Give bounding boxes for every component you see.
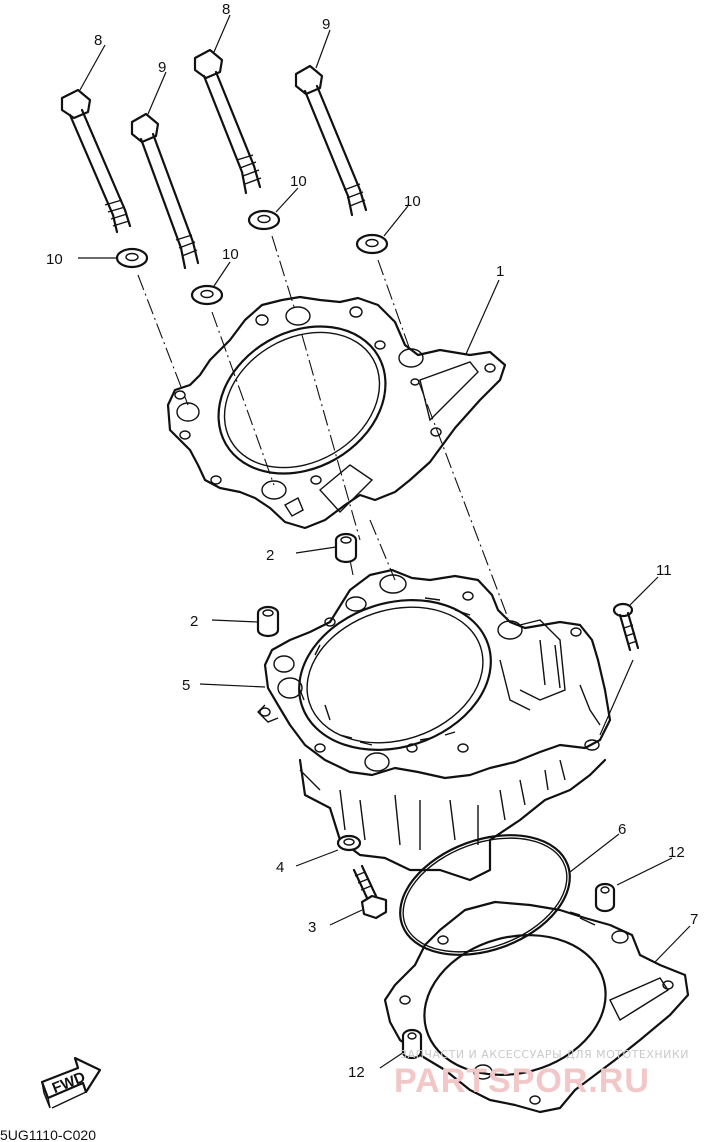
cylinder-head-bolt-9-right bbox=[294, 64, 368, 217]
watermark: ЗАПЧАСТИ И АКСЕССУАРЫ ДЛЯ МОТОТЕХНИКИ PA… bbox=[394, 1048, 689, 1100]
dowel-pin-12-lower bbox=[401, 1028, 423, 1060]
callout-10-d: 10 bbox=[404, 193, 421, 210]
cylinder-head-bolt-8-left bbox=[60, 88, 132, 234]
washer-10-b bbox=[190, 284, 224, 306]
washer-10-d bbox=[355, 233, 389, 255]
callout-9-right: 9 bbox=[322, 16, 330, 33]
o-ring-6 bbox=[399, 834, 571, 956]
dowel-pin-2-lower bbox=[256, 605, 280, 638]
callout-2-lower: 2 bbox=[190, 613, 198, 630]
callout-11: 11 bbox=[656, 562, 672, 579]
callout-9-left: 9 bbox=[158, 59, 166, 76]
cylinder-base-gasket bbox=[383, 900, 690, 1114]
watermark-brand: PARTSPOR.RU bbox=[394, 1062, 650, 1100]
callout-4: 4 bbox=[276, 859, 284, 876]
callout-2-upper: 2 bbox=[266, 547, 274, 564]
cylinder-head-bolt-8-right bbox=[193, 48, 262, 195]
callout-10-b: 10 bbox=[222, 246, 239, 263]
dowel-pin-2-upper bbox=[334, 532, 358, 564]
watermark-tagline: ЗАПЧАСТИ И АКСЕССУАРЫ ДЛЯ МОТОТЕХНИКИ bbox=[400, 1048, 689, 1061]
callout-12-lower: 12 bbox=[348, 1064, 365, 1081]
callout-leader-lines bbox=[78, 14, 691, 1069]
diagram-code: 5UG1110-C020 bbox=[0, 1127, 96, 1142]
callout-10-a: 10 bbox=[46, 251, 63, 268]
callout-6: 6 bbox=[618, 821, 626, 838]
cylinder-block bbox=[257, 568, 612, 882]
callout-8-left: 8 bbox=[94, 32, 102, 49]
callout-5: 5 bbox=[182, 677, 190, 694]
screw-11 bbox=[599, 602, 640, 736]
fwd-label: FWD bbox=[50, 1068, 88, 1097]
washer-10-c bbox=[247, 209, 281, 231]
callout-8-right: 8 bbox=[222, 1, 230, 18]
callout-3: 3 bbox=[308, 919, 316, 936]
forward-direction-arrow: FWD bbox=[40, 1056, 102, 1109]
o-ring-4 bbox=[336, 834, 362, 852]
cylinder-head-gasket bbox=[166, 295, 507, 530]
cylinder-head-bolt-9-left bbox=[130, 112, 200, 270]
bolt-3 bbox=[352, 864, 388, 920]
callout-7: 7 bbox=[690, 911, 698, 928]
callout-numbers: 1 2 2 3 4 5 6 7 8 8 9 9 10 10 10 10 11 1… bbox=[46, 1, 698, 1081]
washer-10-a bbox=[115, 247, 149, 269]
callout-10-c: 10 bbox=[290, 173, 307, 190]
dowel-pin-12-upper bbox=[594, 882, 616, 913]
callout-1: 1 bbox=[496, 263, 504, 280]
callout-12-upper: 12 bbox=[668, 844, 685, 861]
